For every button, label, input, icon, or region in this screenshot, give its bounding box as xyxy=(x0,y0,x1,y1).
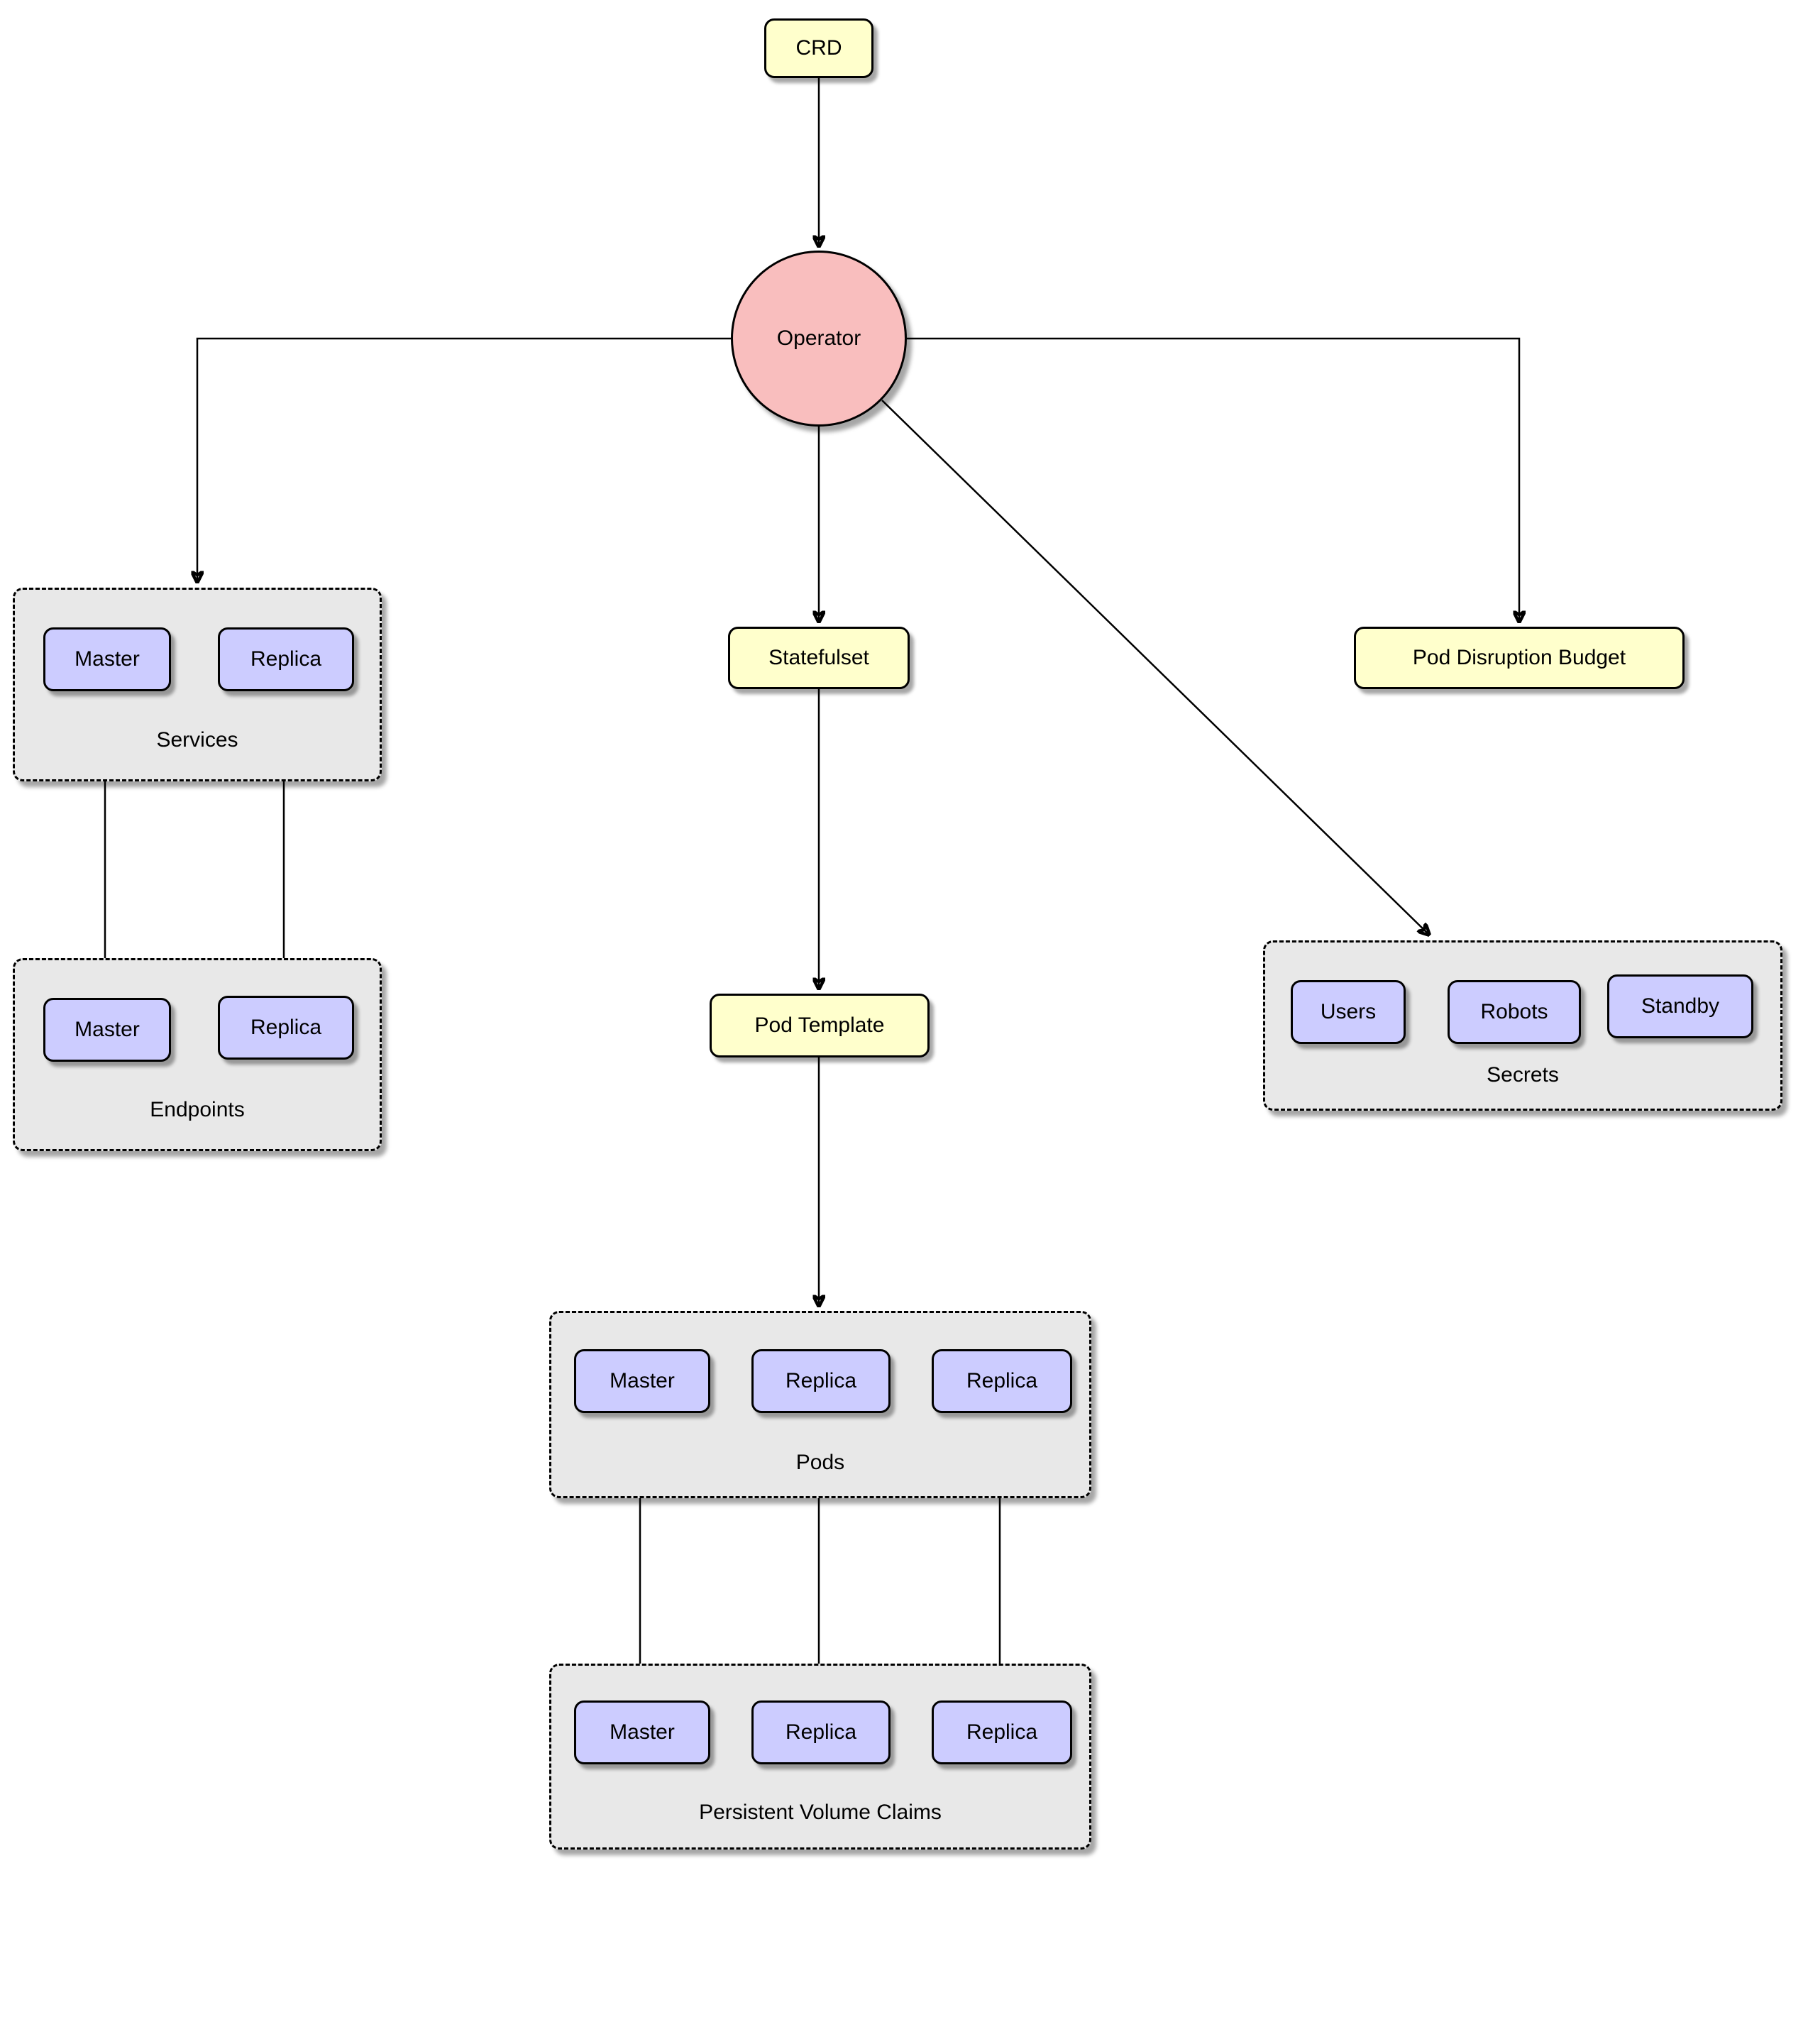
arrow-operator-secrets xyxy=(881,400,1429,935)
node-statefulset-label: Statefulset xyxy=(768,646,869,669)
node-crd-label: CRD xyxy=(795,36,842,60)
secrets-robots: Robots xyxy=(1448,980,1581,1044)
pvc-group-label: Persistent Volume Claims xyxy=(699,1801,942,1824)
pvc-master-label: Master xyxy=(610,1720,675,1744)
services-master-label: Master xyxy=(75,647,140,671)
pvc-replica-1: Replica xyxy=(751,1700,891,1764)
pvc-replica-2: Replica xyxy=(932,1700,1072,1764)
group-secrets: Users Robots Standby Secrets xyxy=(1263,940,1782,1111)
secrets-standby-label: Standby xyxy=(1641,994,1720,1018)
endpoints-group-label: Endpoints xyxy=(150,1098,245,1121)
pods-replica-2-label: Replica xyxy=(966,1369,1038,1392)
secrets-group-label: Secrets xyxy=(1487,1063,1559,1087)
pvc-replica-1-label: Replica xyxy=(785,1720,857,1744)
node-statefulset: Statefulset xyxy=(728,627,910,689)
services-replica: Replica xyxy=(218,627,354,691)
endpoints-replica: Replica xyxy=(218,996,354,1060)
arrow-operator-services xyxy=(197,337,731,582)
node-operator-label: Operator xyxy=(776,326,861,350)
endpoints-master: Master xyxy=(43,998,171,1062)
pvc-master: Master xyxy=(574,1700,710,1764)
pods-replica-1-label: Replica xyxy=(785,1369,857,1392)
node-pod-disruption-budget-label: Pod Disruption Budget xyxy=(1412,646,1626,669)
group-pods: Master Replica Replica Pods xyxy=(549,1311,1091,1498)
pods-master: Master xyxy=(574,1349,710,1413)
pods-master-label: Master xyxy=(610,1369,675,1392)
endpoints-master-label: Master xyxy=(75,1018,140,1041)
secrets-standby: Standby xyxy=(1607,974,1753,1038)
pods-replica-2: Replica xyxy=(932,1349,1072,1413)
services-group-label: Services xyxy=(156,728,238,752)
secrets-users: Users xyxy=(1291,980,1406,1044)
group-endpoints: Master Replica Endpoints xyxy=(13,958,382,1151)
node-pod-template: Pod Template xyxy=(710,994,930,1057)
arrow-operator-pdb xyxy=(907,337,1519,622)
pods-replica-1: Replica xyxy=(751,1349,891,1413)
node-operator: Operator xyxy=(731,251,907,427)
secrets-users-label: Users xyxy=(1320,1000,1377,1023)
group-services: Master Replica Services xyxy=(13,588,382,781)
endpoints-replica-label: Replica xyxy=(250,1016,322,1039)
node-pod-disruption-budget: Pod Disruption Budget xyxy=(1354,627,1685,689)
services-replica-label: Replica xyxy=(250,647,322,671)
node-crd: CRD xyxy=(764,18,873,78)
pods-group-label: Pods xyxy=(795,1451,845,1474)
services-master: Master xyxy=(43,627,171,691)
group-persistent-volume-claims: Master Replica Replica Persistent Volume… xyxy=(549,1664,1091,1850)
secrets-robots-label: Robots xyxy=(1480,1000,1548,1023)
pvc-replica-2-label: Replica xyxy=(966,1720,1038,1744)
node-pod-template-label: Pod Template xyxy=(754,1013,885,1037)
